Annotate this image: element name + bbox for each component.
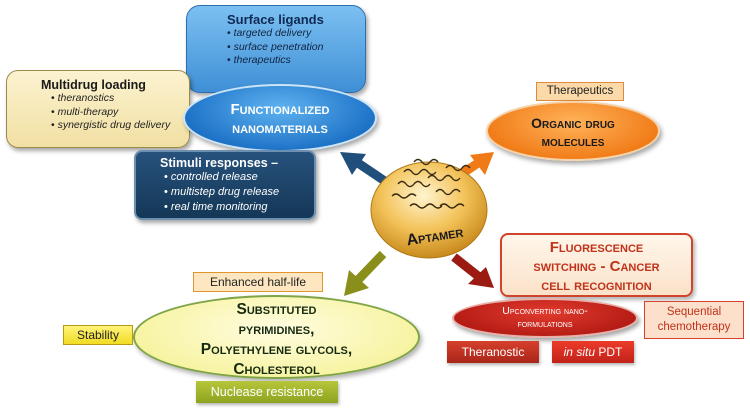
list-item: multi-therapy xyxy=(43,106,189,120)
stimuli-responses-title: Stimuli responses – xyxy=(160,156,279,170)
arrow-to-upconverting xyxy=(451,253,494,288)
fluorescence-line3: cell recognition xyxy=(541,277,652,294)
fluorescence-line2: switching - Cancer xyxy=(533,258,660,275)
aptamer-helix-icon xyxy=(391,158,471,209)
enhanced-half-life-tag: Enhanced half-life xyxy=(193,272,323,292)
list-item: therapeutics xyxy=(227,54,365,68)
fluorescence-switching-box: Fluorescence switching - Cancer cell rec… xyxy=(500,233,693,297)
list-item: controlled release xyxy=(160,170,314,185)
surface-ligands-list: targeted delivery surface penetration th… xyxy=(227,27,365,68)
theranostic-tag: Theranostic xyxy=(447,341,539,363)
substituted-line3: Polyethylene glycols, xyxy=(200,341,353,358)
functionalized-nanomaterials-node: Functionalized nanomaterials xyxy=(183,84,377,152)
organic-line2: molecules xyxy=(541,133,605,149)
organic-drug-molecules-node: Organic drug molecules xyxy=(486,101,660,161)
stimuli-responses-list: controlled release multistep drug releas… xyxy=(160,170,314,215)
arrow-to-substituted xyxy=(344,250,387,296)
organic-line1: Organic drug xyxy=(531,115,615,131)
upconverting-nanoformulations-node: Upconverting nano- formulations xyxy=(452,298,638,338)
list-item: multistep drug release xyxy=(160,185,314,200)
fluorescence-line1: Fluorescence xyxy=(549,239,644,256)
surface-ligands-title: Surface ligands xyxy=(227,12,324,27)
substituted-line2: pyrimidines, xyxy=(238,321,315,338)
therapeutics-tag: Therapeutics xyxy=(536,82,624,101)
functionalized-line1: Functionalized xyxy=(230,101,330,118)
list-item: targeted delivery xyxy=(227,27,365,41)
upconverting-line1: Upconverting nano- xyxy=(502,305,588,317)
multidrug-loading-title: Multidrug loading xyxy=(41,78,146,92)
substituted-line4: Cholesterol xyxy=(233,361,320,378)
substituted-pyrimidines-node: Substituted pyrimidines, Polyethylene gl… xyxy=(133,295,420,379)
in-situ-pdt-tag: in situ PDT xyxy=(552,341,634,363)
multidrug-loading-box: Multidrug loading theranostics multi-the… xyxy=(6,70,190,148)
stability-tag: Stability xyxy=(63,325,133,345)
pdt-text: PDT xyxy=(595,345,623,359)
aptamer-sphere xyxy=(370,161,488,259)
surface-ligands-box: Surface ligands targeted delivery surfac… xyxy=(186,5,366,93)
sequential-line2: chemotherapy xyxy=(657,321,731,333)
in-situ-italic: in situ xyxy=(563,345,595,359)
stimuli-responses-box: Stimuli responses – controlled release m… xyxy=(134,150,316,220)
list-item: theranostics xyxy=(43,92,189,106)
upconverting-line2: formulations xyxy=(517,318,573,330)
functionalized-line2: nanomaterials xyxy=(232,120,328,137)
substituted-line1: Substituted xyxy=(236,301,317,318)
list-item: synergistic drug delivery xyxy=(43,119,189,133)
multidrug-loading-list: theranostics multi-therapy synergistic d… xyxy=(43,92,189,133)
list-item: surface penetration xyxy=(227,41,365,55)
sequential-line1: Sequential xyxy=(666,306,722,318)
sequential-chemotherapy-tag: Sequential chemotherapy xyxy=(644,301,744,339)
list-item: real time monitoring xyxy=(160,200,314,215)
nuclease-resistance-tag: Nuclease resistance xyxy=(196,381,338,403)
